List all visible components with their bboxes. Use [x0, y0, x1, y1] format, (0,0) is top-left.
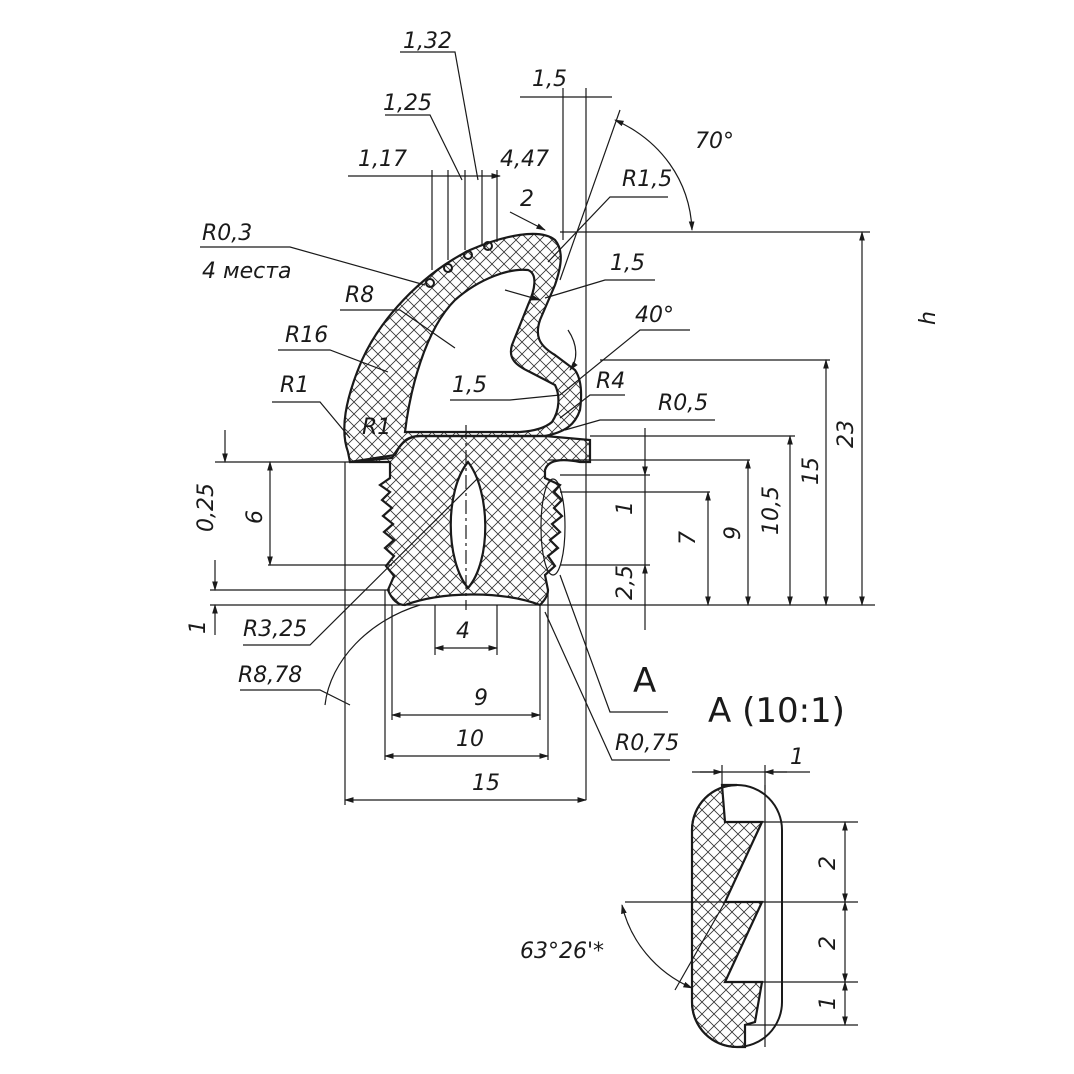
label-10-5: 10,5: [759, 486, 784, 535]
label-10: 10: [456, 727, 484, 752]
label-view-a: A: [633, 661, 656, 701]
label-r3-25: R3,25: [243, 617, 307, 642]
label-6: 6: [243, 510, 268, 524]
label-det-2-b: 2: [816, 936, 841, 950]
label-1-25: 1,25: [383, 91, 432, 116]
label-r1-5: R1,5: [622, 167, 672, 192]
label-r16: R16: [285, 323, 328, 348]
label-r1-inner: R1: [362, 415, 391, 440]
bump-2: [443, 263, 453, 273]
label-det-1-b: 1: [816, 996, 841, 1010]
label-r8: R8: [345, 283, 374, 308]
detail-a: [621, 765, 858, 1049]
label-23: 23: [834, 420, 859, 448]
label-1-5-mid: 1,5: [610, 251, 645, 276]
label-15-v: 15: [799, 457, 824, 485]
dimension-lines: [200, 51, 875, 805]
label-1-left: 1: [186, 620, 211, 634]
bump-3: [463, 250, 473, 260]
label-2: 2: [520, 187, 534, 212]
detail-section: [690, 783, 764, 1049]
label-det-angle: 63°26'*: [520, 939, 604, 964]
label-7: 7: [676, 531, 701, 545]
label-1-17: 1,17: [358, 147, 407, 172]
label-70deg: 70°: [695, 129, 734, 154]
label-4-47: 4,47: [500, 147, 549, 172]
bump-4: [483, 241, 493, 251]
label-1-32: 1,32: [403, 29, 452, 54]
label-r1-outer: R1: [280, 373, 309, 398]
bump-1: [425, 278, 435, 288]
label-15-h: 15: [472, 771, 500, 796]
label-9-h: 9: [474, 686, 488, 711]
label-1-5-top: 1,5: [532, 67, 567, 92]
label-4-mesta: 4 места: [202, 259, 292, 284]
label-r8-78: R8,78: [238, 663, 302, 688]
label-2-5: 2,5: [613, 565, 638, 600]
dimension-labels: 1,32 1,25 1,17 4,47 1,5 70° R1,5 2 R0,3 …: [186, 29, 941, 1010]
label-det-2-a: 2: [816, 856, 841, 870]
bulb-cavity: [403, 268, 560, 434]
oval-hole: [449, 460, 487, 590]
seal-profile: [343, 232, 592, 610]
label-1-5-inner: 1,5: [452, 373, 487, 398]
label-4: 4: [456, 619, 470, 644]
label-9-v: 9: [721, 526, 746, 540]
label-det-1-top: 1: [790, 745, 804, 770]
label-h: h: [916, 311, 941, 325]
label-40deg: 40°: [635, 303, 674, 328]
label-r0-75: R0,75: [615, 731, 679, 756]
label-0-25: 0,25: [194, 483, 219, 532]
label-r0-5: R0,5: [658, 391, 708, 416]
label-detail-title: A (10:1): [708, 691, 845, 731]
label-r4: R4: [596, 369, 625, 394]
label-1-right: 1: [613, 501, 638, 515]
label-r0-3: R0,3: [202, 221, 252, 246]
